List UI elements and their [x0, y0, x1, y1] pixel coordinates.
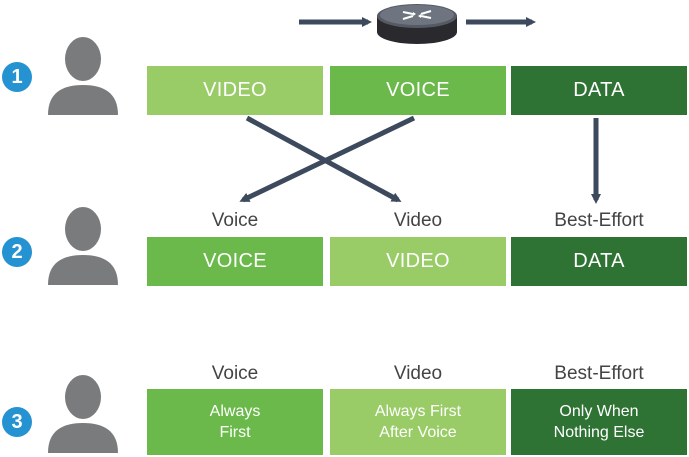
row3-video-box: Always First After Voice: [330, 389, 506, 455]
person-icon: [48, 37, 118, 115]
row2-video-box: VIDEO: [330, 237, 506, 286]
row1-video-box: VIDEO: [147, 66, 323, 115]
row1-data-box: DATA: [511, 66, 687, 115]
step-badge-2: 2: [2, 237, 32, 267]
row2-voice-label: Voice: [211, 210, 259, 231]
row3-voice-label: Voice: [211, 363, 259, 384]
person-icon: [48, 207, 118, 285]
row2-voice-box: VOICE: [147, 237, 323, 286]
step-badge-1: 1: [2, 62, 32, 92]
step-badge-3: 3: [2, 407, 32, 437]
router-icon: [377, 4, 457, 44]
row3-voice-box: Always First: [147, 389, 323, 455]
person-icon: [48, 375, 118, 453]
row2-best-effort-label: Best-Effort: [554, 210, 644, 231]
row1-voice-box: VOICE: [330, 66, 506, 115]
voice-reorder-arrow: [239, 115, 416, 203]
row2-data-box: DATA: [511, 237, 687, 286]
video-reorder-arrow: [245, 115, 402, 203]
row3-best-effort-label: Best-Effort: [554, 363, 644, 384]
row2-video-label: Video: [393, 210, 443, 231]
row3-video-label: Video: [393, 363, 443, 384]
row3-data-box: Only When Nothing Else: [511, 389, 687, 455]
